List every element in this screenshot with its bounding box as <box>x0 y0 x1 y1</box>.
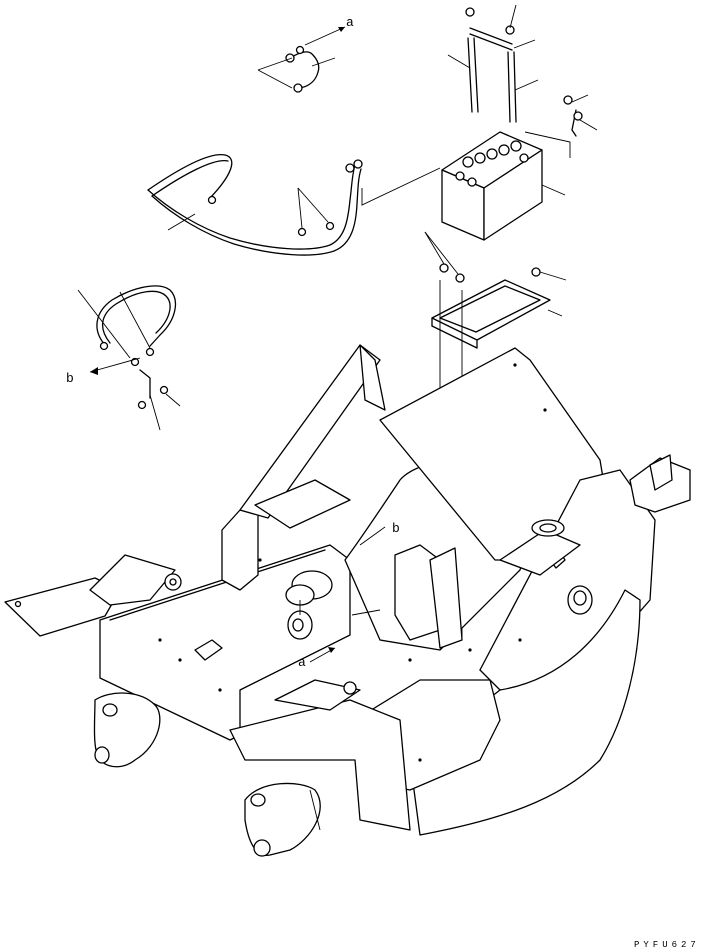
terminal-cable <box>563 94 598 137</box>
ref-label-b-mid: b <box>392 521 400 536</box>
drawing-code: PYFU627 <box>634 940 700 950</box>
battery-hold-rods <box>447 4 539 123</box>
battery-tray <box>424 231 567 650</box>
ref-label-a-lower: a <box>298 655 306 670</box>
ref-label-a-top: a <box>346 15 354 30</box>
ground-cable <box>77 285 181 431</box>
battery <box>441 131 571 241</box>
ref-label-b-left: b <box>66 371 74 386</box>
main-frame <box>4 344 691 857</box>
battery-cable-long <box>147 154 441 256</box>
battery-cable-short <box>257 26 346 93</box>
